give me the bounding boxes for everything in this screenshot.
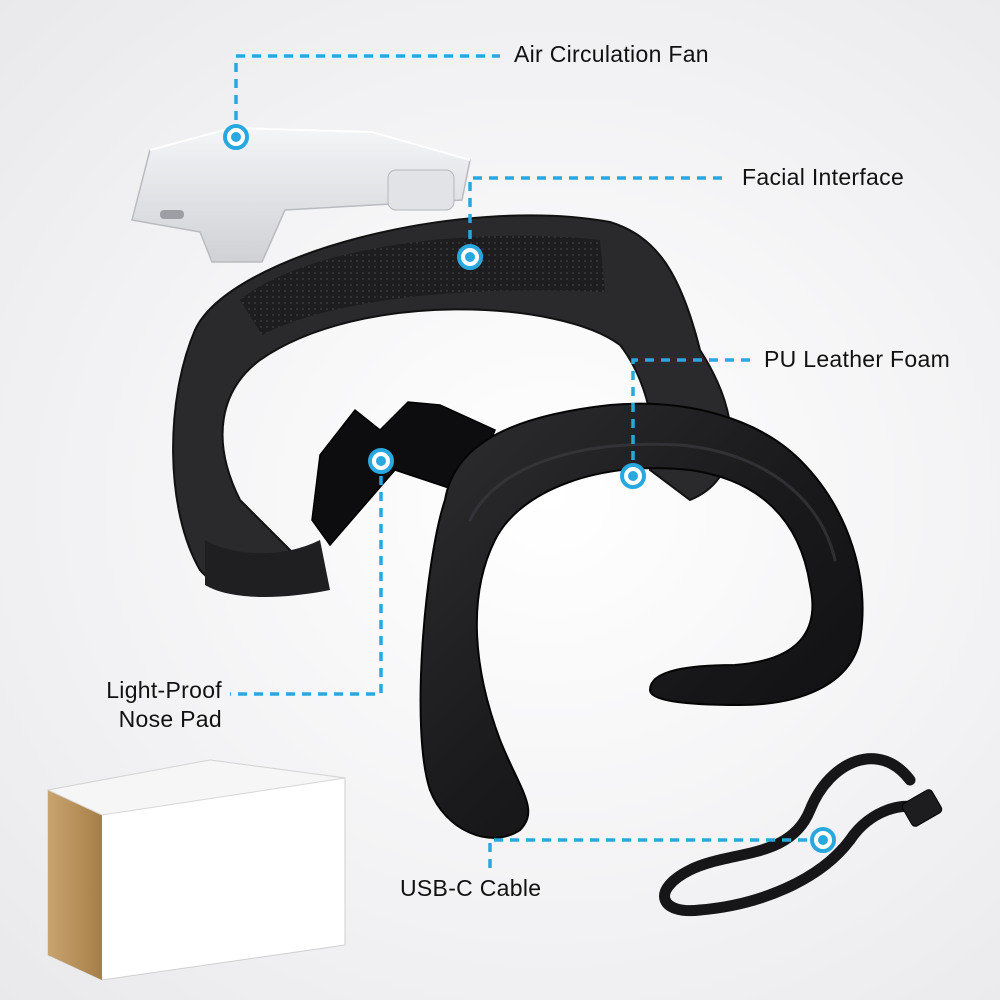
label-facial-interface: Facial Interface [742, 164, 905, 190]
callout-lines [230, 54, 823, 870]
callout-line-foam [631, 358, 750, 476]
packaging-box [46, 759, 346, 981]
pu-leather-foam [419, 402, 864, 839]
usb-port-icon [160, 210, 184, 219]
callout-line-facial [468, 176, 728, 255]
label-air-circulation-fan: Air Circulation Fan [514, 41, 709, 67]
callout-line-fan [234, 54, 500, 136]
callout-line-cable [488, 838, 823, 870]
fan-unit [131, 126, 471, 263]
label-usb-c-cable: USB-C Cable [400, 875, 542, 901]
label-light-proof-nose-pad: Light-Proof Nose Pad [80, 676, 222, 734]
facial-interface-frame [172, 214, 732, 597]
callout-dots [223, 124, 836, 853]
label-pu-leather-foam: PU Leather Foam [764, 346, 951, 372]
usb-c-cable [659, 753, 943, 917]
label-nose-pad-line-2: Nose Pad [118, 705, 222, 732]
label-nose-pad-line-1: Light-Proof [106, 677, 222, 703]
nose-pad [311, 401, 496, 547]
